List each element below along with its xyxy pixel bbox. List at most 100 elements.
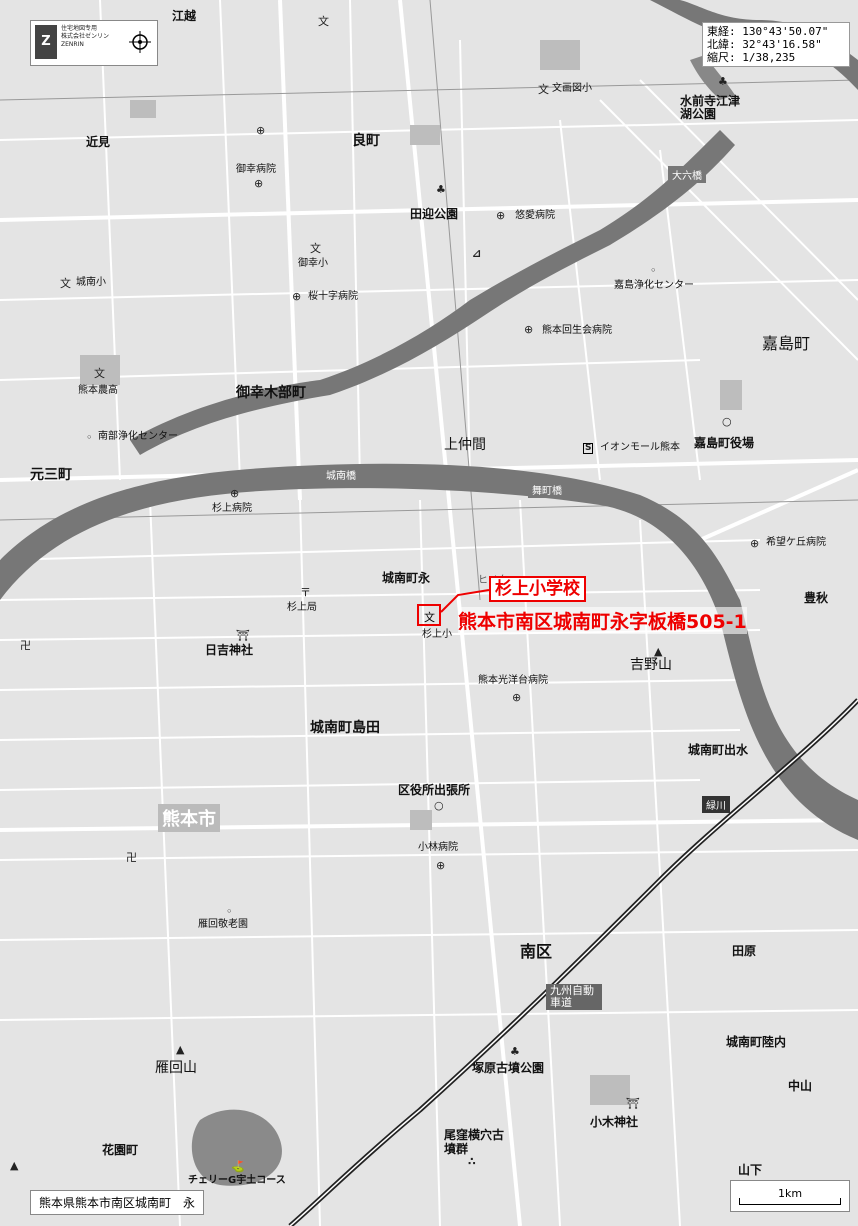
label-kami-ohashi: 大六橋 [668, 166, 706, 183]
label-city: 熊本市 [158, 804, 220, 832]
hospital-icon: ⊕ [436, 859, 446, 872]
label-nanbu-jouka: 南部浄化センター [98, 431, 178, 442]
school-icon: 文 [310, 242, 321, 255]
hospital-icon: ⊕ [256, 124, 266, 137]
label-kouyoudai-hospital: 熊本光洋台病院 [478, 675, 548, 686]
facility-icon: ◦ [86, 431, 93, 444]
school-icon: 文 [94, 367, 105, 380]
label-ogi-jinja: 小木神社 [590, 1115, 639, 1129]
park-icon: ♣ [436, 183, 446, 196]
publisher-logo: Z 住宅地図专用 株式会社ゼンリン ZENRIN [30, 20, 158, 66]
ruins-icon: ∴ [468, 1155, 476, 1168]
label-egoshi: 江越 [172, 9, 197, 23]
label-tsukahara-park: 塚原古墳公園 [472, 1061, 545, 1075]
label-suizenji-park: 水前寺江津湖公園 [680, 94, 741, 121]
label-tahara: 田原 [732, 944, 757, 958]
address-bar: 熊本県熊本市南区城南町 永 [30, 1190, 205, 1215]
hospital-icon: ⊕ [524, 323, 534, 336]
hospital-icon: ⊕ [292, 290, 302, 303]
label-kashimamachi: 嘉島町 [762, 334, 811, 353]
label-midorikawa: 緑川 [702, 796, 730, 813]
label-kibogaoka-hospital: 希望ケ丘病院 [766, 537, 826, 548]
label-hanazono: 花園町 [102, 1143, 139, 1157]
scale-ratio: 縮尺: 1/38,235 [707, 51, 796, 64]
park-icon: ♣ [510, 1045, 520, 1058]
hospital-icon: ⊕ [750, 537, 760, 550]
label-jonan-elementary: 城南小 [76, 277, 106, 288]
scale-bar: 1km [730, 1180, 850, 1212]
label-kashima-jouka: 嘉島浄化センター [614, 280, 694, 291]
shrine-icon: ⛩ [626, 1097, 640, 1110]
label-bunga-elementary: 文画図小 [552, 83, 592, 94]
mountain-icon: ▲ [176, 1043, 185, 1056]
mountain-icon: ▲ [654, 645, 663, 658]
label-sugikami-hospital: 杉上病院 [212, 503, 252, 514]
hospital-icon: ⊕ [230, 487, 240, 500]
temple-icon: 卍 [126, 851, 137, 864]
hospital-icon: ⊕ [512, 691, 522, 704]
label-jonan-idemizu: 城南町出水 [688, 743, 749, 757]
park-icon: ♣ [718, 75, 728, 88]
label-yoshimachi: 良町 [352, 133, 380, 149]
coordinate-readout: 東経: 130°43'50.07" 北緯: 32°43'16.58" 縮尺: 1… [702, 22, 850, 67]
label-cherry-golf: チェリーG宇土コース [188, 1175, 286, 1186]
temple-icon: 卍 [20, 639, 31, 652]
label-chikami: 近見 [86, 135, 111, 149]
label-funamachi-bashi: 舞町橋 [528, 481, 566, 498]
school-icon: 文 [318, 15, 329, 28]
label-yoshinoyama: 吉野山 [630, 657, 672, 673]
label-motomimachi: 元三町 [30, 467, 72, 483]
label-gankaizan: 雁回山 [155, 1060, 197, 1076]
label-minami-ku: 南区 [520, 942, 553, 961]
label-sugikami-post: 杉上局 [287, 602, 317, 613]
mountain-icon: ▲ [10, 1159, 19, 1172]
school-icon: 文 [424, 611, 435, 624]
facility-icon: ◦ [650, 264, 657, 277]
scale-bar-line [739, 1198, 841, 1205]
label-nakayama: 中山 [788, 1079, 813, 1093]
label-kuyakusho: 区役所出張所 [398, 783, 471, 797]
logo-text: 住宅地図专用 株式会社ゼンリン ZENRIN [61, 25, 110, 48]
label-jonan-bashi: 城南橋 [322, 466, 360, 483]
label-miyuki-elementary: 御幸小 [298, 258, 328, 269]
label-kashima-office: 嘉島町役場 [694, 436, 755, 450]
label-kumamoto-nouko: 熊本農高 [78, 385, 118, 396]
shrine-icon: ⛩ [236, 629, 250, 642]
office-icon: ○ [434, 799, 444, 812]
label-tagata-park: 田迎公園 [410, 207, 459, 221]
label-miyuki-hospital: 御幸病院 [236, 164, 276, 175]
office-icon: ○ [722, 415, 732, 428]
label-sugikami-elementary: 杉上小 [422, 629, 452, 640]
hospital-icon: ⊕ [496, 209, 506, 222]
latitude: 北緯: 32°43'16.58" [707, 38, 822, 51]
label-aeon-mall: イオンモール熊本 [600, 442, 680, 453]
label-jonan-rikunai: 城南町陸内 [726, 1035, 787, 1049]
label-ozakoyokoana: 尾窪横穴古墳群 [444, 1128, 505, 1156]
logo-mark: Z [35, 25, 57, 59]
label-kobayashi-hospital: 小林病院 [418, 842, 458, 853]
hospital-icon: ⊕ [254, 177, 264, 190]
label-kyushu-expressway: 九州自動車道 [546, 984, 602, 1010]
label-jonan-naga: 城南町永 [382, 571, 431, 585]
longitude: 東経: 130°43'50.07" [707, 25, 829, 38]
compass-icon [129, 31, 151, 53]
target-marker[interactable]: 文 [417, 604, 441, 626]
label-jonan-shimada: 城南町島田 [310, 720, 380, 736]
label-yamashita: 山下 [738, 1163, 763, 1177]
river-name-icon: ⊿ [472, 247, 482, 260]
label-sakurajuji-hospital: 桜十字病院 [308, 291, 358, 302]
school-icon: 文 [538, 83, 549, 96]
label-karigou-home: 雁回敬老園 [198, 919, 248, 930]
facility-icon: ◦ [226, 905, 233, 918]
golf-icon: ⛳ [231, 1160, 245, 1173]
label-kaminakashima: 上仲間 [444, 437, 486, 453]
target-name-callout: 杉上小学校 [489, 576, 586, 602]
label-kumamoto-saisei-hospital: 熊本回生会病院 [542, 325, 612, 336]
label-hiyoshi-jinja: 日吉神社 [205, 643, 254, 657]
scale-bar-label: 1km [777, 1187, 803, 1200]
label-yuai-hospital: 悠愛病院 [515, 210, 555, 221]
post-office-icon: 〒 [300, 586, 311, 599]
label-miyukikibe: 御幸木部町 [236, 385, 306, 401]
